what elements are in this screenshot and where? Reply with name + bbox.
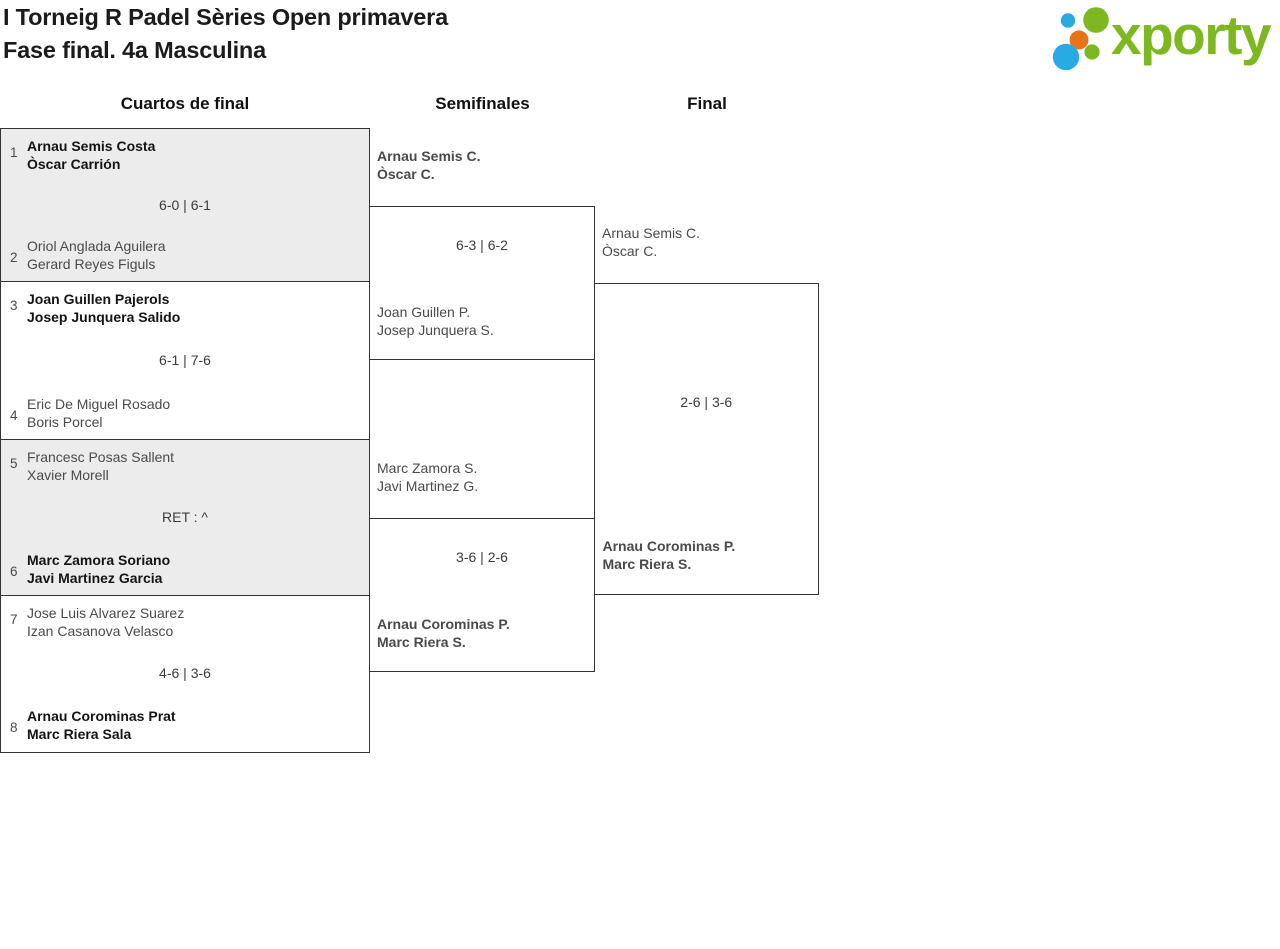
player-name: Josep Junquera S. [377, 322, 494, 338]
player-name: Òscar C. [602, 243, 658, 259]
qf-match-4[interactable]: 7 Jose Luis Alvarez Suarez Izan Casanova… [1, 595, 369, 751]
sf-match-1[interactable]: 6-3 | 6-2 Joan Guillen P. Josep Junquera… [370, 206, 595, 360]
player-name: Arnau Semis Costa [27, 138, 156, 154]
round-header-quarterfinals: Cuartos de final [120, 94, 250, 113]
qf-match-2[interactable]: 3 Joan Guillen Pajerols Josep Junquera S… [1, 281, 369, 440]
player-name: Marc Riera S. [377, 634, 466, 650]
sf-match-2[interactable]: 3-6 | 2-6 Arnau Corominas P. Marc Riera … [370, 518, 595, 672]
seed-number: 7 [10, 611, 18, 627]
player-name: Joan Guillen P. [377, 304, 471, 320]
final-team-b: Arnau Corominas P. Marc Riera S. [603, 537, 736, 573]
player-name: Arnau Corominas Prat [27, 708, 176, 724]
final-match[interactable]: 2-6 | 3-6 Arnau Corominas P. Marc Riera … [593, 283, 819, 595]
tournament-name: I Torneig R Padel Sèries Open primavera [3, 4, 448, 30]
player-name: Boris Porcel [27, 413, 103, 430]
player-name: Òscar C. [377, 166, 435, 182]
seed-number: 5 [10, 455, 18, 471]
logo-wordmark: xporty [1111, 4, 1272, 66]
player-name: Arnau Corominas P. [377, 616, 510, 632]
player-name: Jose Luis Alvarez Suarez [27, 604, 185, 621]
player-name: Josep Junquera Salido [27, 308, 181, 325]
match-score: RET : ^ [162, 509, 208, 525]
team-pair: Arnau Corominas Prat Marc Riera Sala [27, 707, 176, 743]
match-score: 6-1 | 7-6 [159, 352, 211, 368]
logo-dots-icon [1052, 7, 1109, 70]
player-name: Xavier Morell [27, 466, 109, 483]
player-name: Izan Casanova Velasco [27, 622, 174, 639]
round-header-final: Final [687, 94, 727, 113]
team-pair: Eric De Miguel Rosado Boris Porcel [27, 395, 170, 431]
player-name: Eric De Miguel Rosado [27, 395, 171, 412]
seed-number: 2 [10, 249, 18, 265]
match-score: 4-6 | 3-6 [159, 665, 211, 682]
match-score: 6-3 | 6-2 [456, 237, 508, 253]
round-header-semifinals: Semifinales [435, 94, 530, 113]
player-name: Arnau Semis C. [602, 225, 701, 241]
player-name: Arnau Semis C. [377, 148, 481, 164]
player-name: Joan Guillen Pajerols [27, 290, 170, 307]
qf-match-1[interactable]: 1 Arnau Semis Costa Òscar Carrión 6-0 | … [1, 129, 369, 282]
match-score: 2-6 | 3-6 [680, 394, 733, 410]
quarterfinals-column: 1 Arnau Semis Costa Òscar Carrión 6-0 | … [0, 128, 370, 753]
seed-number: 1 [10, 145, 18, 160]
player-name: Marc Riera S. [602, 556, 692, 572]
seed-number: 3 [10, 297, 18, 313]
final-team-a: Arnau Semis C. Òscar C. [602, 224, 700, 260]
sf2-team-b: Arnau Corominas P. Marc Riera S. [377, 615, 510, 651]
team-pair: Jose Luis Alvarez Suarez Izan Casanova V… [27, 604, 184, 640]
phase-name: Fase final. 4a Masculina [3, 37, 266, 63]
sf2-team-a: Marc Zamora S. Javi Martinez G. [377, 459, 478, 495]
player-name: Marc Riera Sala [27, 726, 132, 742]
match-score: 3-6 | 2-6 [456, 549, 508, 565]
player-name: Gerard Reyes Figuls [27, 255, 156, 272]
xporty-logo[interactable]: xporty [1045, 2, 1277, 70]
player-name: Marc Zamora S. [377, 460, 478, 476]
match-score: 6-0 | 6-1 [159, 196, 211, 213]
team-pair: Oriol Anglada Aguilera Gerard Reyes Figu… [27, 237, 166, 273]
team-pair: Marc Zamora Soriano Javi Martinez Garcia [27, 551, 170, 587]
team-pair: Joan Guillen Pajerols Josep Junquera Sal… [27, 290, 180, 326]
sf1-team-a: Arnau Semis C. Òscar C. [377, 147, 480, 183]
player-name: Oriol Anglada Aguilera [27, 237, 166, 254]
page-title: I Torneig R Padel Sèries Open primavera … [3, 1, 448, 67]
player-name: Francesc Posas Sallent [27, 448, 175, 465]
player-name: Arnau Corominas P. [602, 538, 736, 554]
seed-number: 8 [10, 720, 18, 735]
seed-number: 6 [10, 563, 18, 579]
player-name: Òscar Carrión [27, 156, 121, 172]
player-name: Marc Zamora Soriano [27, 551, 171, 568]
team-pair: Arnau Semis Costa Òscar Carrión [27, 137, 155, 173]
seed-number: 4 [10, 407, 18, 423]
player-name: Javi Martinez G. [377, 478, 479, 494]
team-pair: Francesc Posas Sallent Xavier Morell [27, 448, 174, 484]
sf1-team-b: Joan Guillen P. Josep Junquera S. [377, 303, 494, 339]
qf-match-3[interactable]: 5 Francesc Posas Sallent Xavier Morell R… [1, 439, 369, 596]
player-name: Javi Martinez Garcia [27, 569, 163, 586]
